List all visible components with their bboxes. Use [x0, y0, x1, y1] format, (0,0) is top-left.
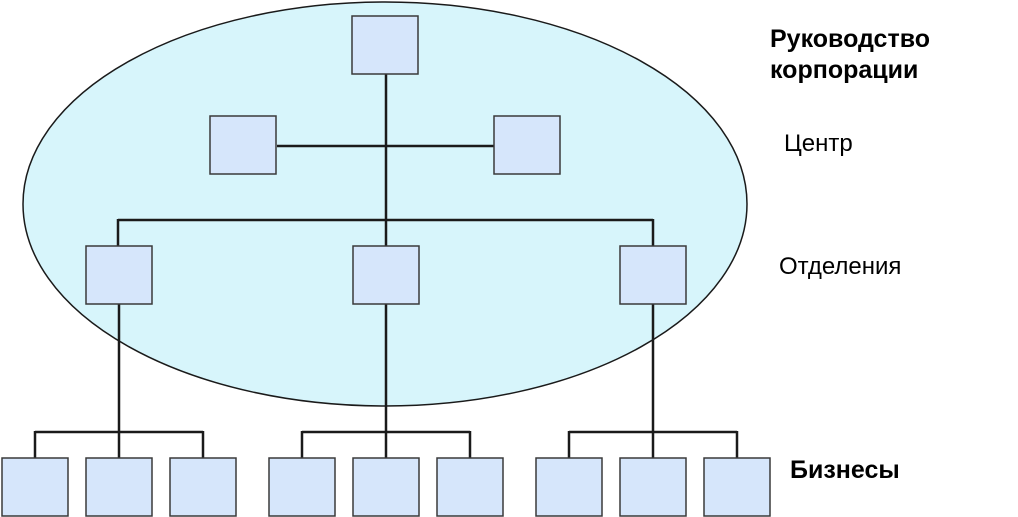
center-unit-box	[493, 115, 561, 175]
business-box	[535, 457, 603, 517]
center-label: Центр	[784, 130, 853, 157]
business-box	[436, 457, 504, 517]
business-box	[268, 457, 336, 517]
org-unit-boxes	[1, 15, 771, 517]
businesses-label: Бизнесы	[790, 456, 900, 484]
business-box	[169, 457, 237, 517]
divisions-label: Отделения	[779, 253, 902, 280]
corporate-management-label-line2: корпорации	[770, 56, 919, 84]
center-unit-box	[209, 115, 277, 175]
corporate-management-label-line1: Руководство	[770, 25, 931, 53]
corporate-management-label: Руководство корпорации	[770, 24, 930, 86]
business-box	[1, 457, 69, 517]
division-box	[352, 245, 420, 305]
business-box	[619, 457, 687, 517]
business-box	[352, 457, 420, 517]
business-box	[85, 457, 153, 517]
connector-lines	[33, 74, 739, 458]
business-box	[703, 457, 771, 517]
division-box	[85, 245, 153, 305]
corporate-head-box	[351, 15, 419, 75]
division-box	[619, 245, 687, 305]
